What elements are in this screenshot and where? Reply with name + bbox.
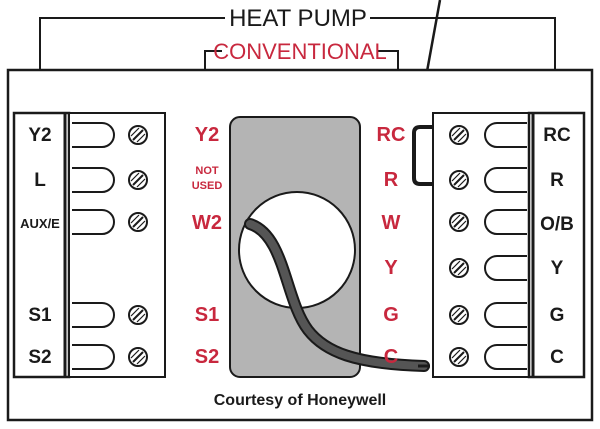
right-terminal-tab	[484, 209, 527, 235]
left-terminal-block	[12, 111, 166, 379]
left-terminal-label-s1: S1	[28, 305, 52, 326]
left-terminal-tab	[72, 209, 115, 235]
right-terminal-label-o-b: O/B	[540, 214, 574, 235]
conv-left-label-s1: S1	[195, 304, 219, 326]
screw-icon	[128, 305, 148, 325]
conv-right-label-g: G	[383, 304, 399, 326]
screw-icon	[449, 258, 469, 278]
right-terminal-label-g: G	[550, 305, 565, 326]
left-terminal-tab	[72, 344, 115, 370]
conv-right-label-w: W	[382, 212, 401, 234]
left-terminal-tab	[72, 167, 115, 193]
conv-right-label-r: R	[384, 169, 399, 191]
left-terminal-label-y2: Y2	[28, 125, 51, 146]
left-terminal-label-s2: S2	[28, 347, 51, 368]
right-terminal-tab	[484, 122, 527, 148]
not-used-line1: NOT	[195, 165, 219, 177]
wire-hole	[238, 191, 356, 309]
left-terminal-label-l: L	[34, 170, 46, 191]
conv-left-label-y2: Y2	[195, 124, 219, 146]
left-terminal-tab	[72, 122, 115, 148]
screw-icon	[449, 170, 469, 190]
left-terminal-label-aux-e: AUX/E	[20, 216, 60, 231]
credit-text: Courtesy of Honeywell	[214, 392, 386, 409]
right-terminal-label-c: C	[550, 347, 564, 368]
right-terminal-label-rc: RC	[543, 125, 571, 146]
rc-r-jumper	[412, 125, 432, 186]
screw-icon	[449, 347, 469, 367]
heat-pump-label: HEAT PUMP	[229, 5, 367, 32]
right-terminal-tab	[484, 344, 527, 370]
not-used-line2: USED	[192, 180, 223, 192]
screw-icon	[128, 212, 148, 232]
conv-right-label-y: Y	[384, 257, 398, 279]
right-terminal-block	[432, 111, 586, 379]
screw-icon	[449, 212, 469, 232]
left-terminal-tab	[72, 302, 115, 328]
conv-left-label-w2: W2	[192, 212, 222, 234]
screw-icon	[128, 125, 148, 145]
right-terminal-label-y: Y	[551, 258, 564, 279]
conv-right-label-c: C	[384, 346, 398, 368]
conv-left-label-s2: S2	[195, 346, 219, 368]
screw-icon	[449, 305, 469, 325]
right-terminal-tab	[484, 302, 527, 328]
screw-icon	[128, 170, 148, 190]
conv-right-label-rc: RC	[377, 124, 406, 146]
right-terminal-tab	[484, 167, 527, 193]
screw-icon	[128, 347, 148, 367]
right-terminal-label-r: R	[550, 170, 564, 191]
conventional-label: CONVENTIONAL	[213, 39, 387, 64]
screw-icon	[449, 125, 469, 145]
right-terminal-tab	[484, 255, 527, 281]
